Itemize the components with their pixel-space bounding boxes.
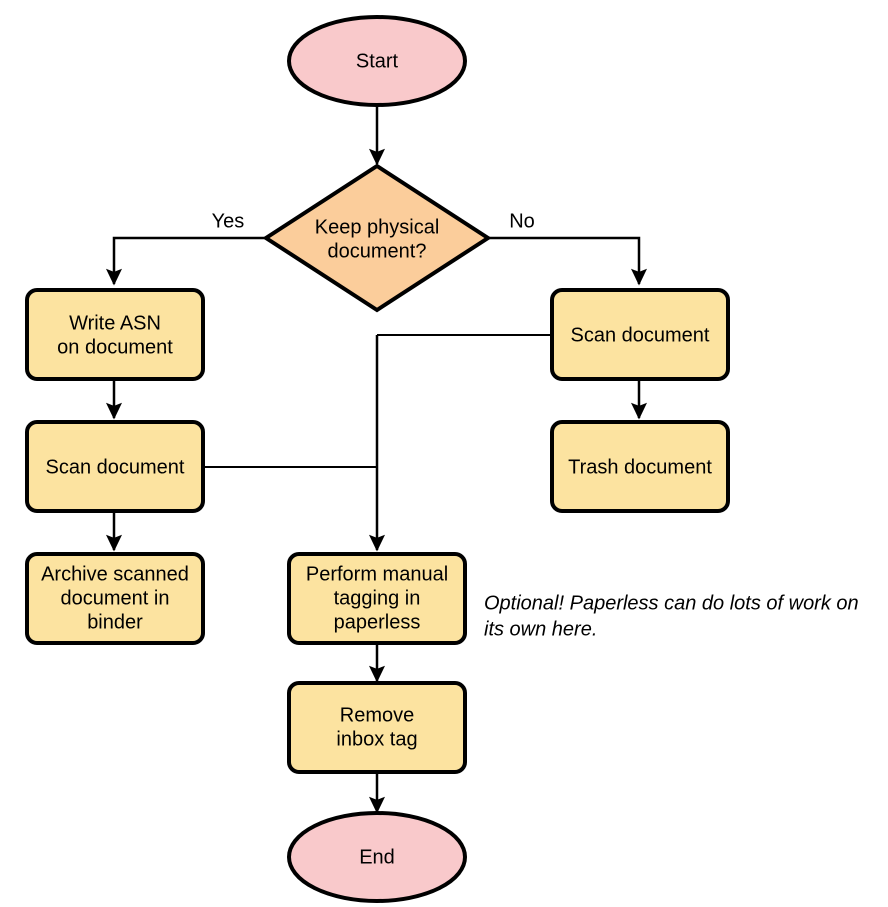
node-write-asn-on-document[interactable]: Write ASN on document — [25, 288, 205, 381]
manual-tagging-label-line3: paperless — [334, 611, 421, 633]
edge-label-no: No — [509, 210, 535, 232]
trash-document-box — [550, 420, 730, 513]
write-asn-label-line2: on document — [57, 336, 173, 358]
scan-document-right-box — [550, 288, 730, 381]
manual-tagging-label-line1: Perform manual — [306, 563, 448, 585]
manual-tagging-box — [287, 552, 467, 645]
annotation-line2: its own here. — [484, 618, 597, 640]
edge-decision-yes-to-write-asn — [105, 236, 266, 286]
node-decision-keep-physical-document[interactable]: Keep physical document? — [262, 163, 492, 313]
annotation-optional-paperless: Optional! Paperless can do lots of work … — [484, 592, 859, 640]
edge-labels-layer: Yes No — [212, 210, 535, 232]
decision-diamond — [262, 163, 492, 313]
remove-inbox-tag-label-line1: Remove — [340, 704, 414, 726]
scan-document-left-box — [25, 420, 205, 513]
node-archive-scanned-document[interactable]: Archive scanned document in binder — [25, 552, 205, 645]
remove-inbox-tag-box — [287, 681, 467, 774]
remove-inbox-tag-label-line2: inbox tag — [336, 728, 417, 750]
edges-layer — [105, 104, 648, 814]
node-perform-manual-tagging[interactable]: Perform manual tagging in paperless — [287, 552, 467, 645]
manual-tagging-label-line2: tagging in — [334, 587, 421, 609]
decision-label-line2: document? — [328, 240, 427, 262]
node-remove-inbox-tag[interactable]: Remove inbox tag — [287, 681, 467, 774]
archive-label-line3: binder — [87, 611, 143, 633]
edge-decision-no-to-scan-right — [488, 236, 648, 286]
scan-document-right-label: Scan document — [571, 324, 710, 346]
node-end[interactable]: End — [287, 811, 467, 903]
end-ellipse — [287, 811, 467, 903]
write-asn-label-line1: Write ASN — [69, 312, 161, 334]
archive-label-line1: Archive scanned — [41, 563, 189, 585]
end-label: End — [359, 846, 395, 868]
trash-document-label: Trash document — [568, 456, 712, 478]
node-scan-document-left[interactable]: Scan document — [25, 420, 205, 513]
archive-label-line2: document in — [61, 587, 170, 609]
annotation-line1: Optional! Paperless can do lots of work … — [484, 592, 859, 614]
scan-document-left-label: Scan document — [46, 456, 185, 478]
edge-label-yes: Yes — [212, 210, 245, 232]
archive-box — [25, 552, 205, 645]
node-trash-document[interactable]: Trash document — [550, 420, 730, 513]
start-label: Start — [356, 50, 399, 72]
node-scan-document-right[interactable]: Scan document — [550, 288, 730, 381]
decision-label-line1: Keep physical — [315, 216, 440, 238]
node-start[interactable]: Start — [287, 15, 467, 107]
write-asn-box — [25, 288, 205, 381]
start-ellipse — [287, 15, 467, 107]
